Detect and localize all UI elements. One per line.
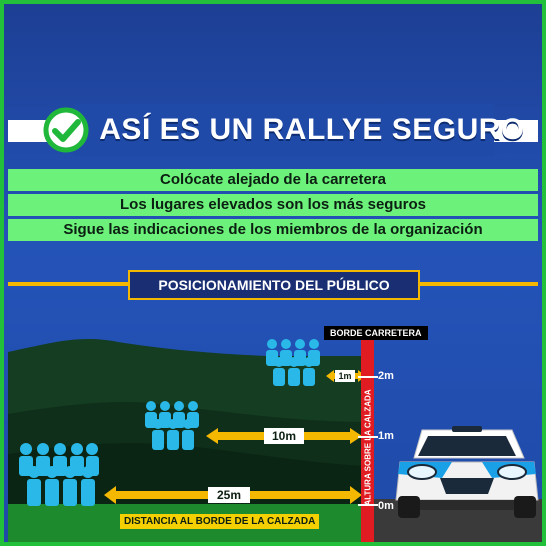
- crowd-far: [19, 443, 99, 506]
- rules-list: Colócate alejado de la carretera Los lug…: [8, 169, 538, 244]
- positioning-diagram: 1m 10m 25m DISTANCIA AL BORDE DE LA CALZ…: [8, 304, 542, 542]
- distance-label-1m: 1m: [335, 370, 355, 382]
- crowd-near: [266, 339, 320, 386]
- rule-item: Los lugares elevados son los más seguros: [8, 194, 538, 216]
- title-banner: ASÍ ES UN RALLYE SEGURO: [43, 104, 524, 156]
- crowd-middle: [145, 401, 199, 450]
- check-circle-icon: [43, 107, 89, 153]
- distance-label-10m: 10m: [264, 428, 304, 444]
- rule-item: Sigue las indicaciones de los miembros d…: [8, 219, 538, 241]
- rally-car-icon: [395, 426, 539, 518]
- height-mark-0m: 0m: [378, 500, 394, 512]
- tick-2m: [358, 376, 378, 378]
- road-edge-label: BORDE CARRETERA: [324, 326, 428, 340]
- rule-item: Colócate alejado de la carretera: [8, 169, 538, 191]
- height-pole: [361, 340, 374, 542]
- height-axis-label-wrap: ALTURA SOBRE LA CALZADA: [355, 388, 381, 506]
- distance-axis-label: DISTANCIA AL BORDE DE LA CALZADA: [120, 514, 320, 529]
- tick-1m: [358, 436, 378, 438]
- distance-label-25m: 25m: [208, 487, 250, 503]
- tick-0m: [358, 504, 378, 506]
- section-title: POSICIONAMIENTO DEL PÚBLICO: [128, 270, 420, 300]
- height-mark-1m: 1m: [378, 430, 394, 442]
- height-mark-2m: 2m: [378, 370, 394, 382]
- page-title: ASÍ ES UN RALLYE SEGURO: [99, 113, 525, 146]
- height-axis-label: ALTURA SOBRE LA CALZADA: [363, 388, 373, 506]
